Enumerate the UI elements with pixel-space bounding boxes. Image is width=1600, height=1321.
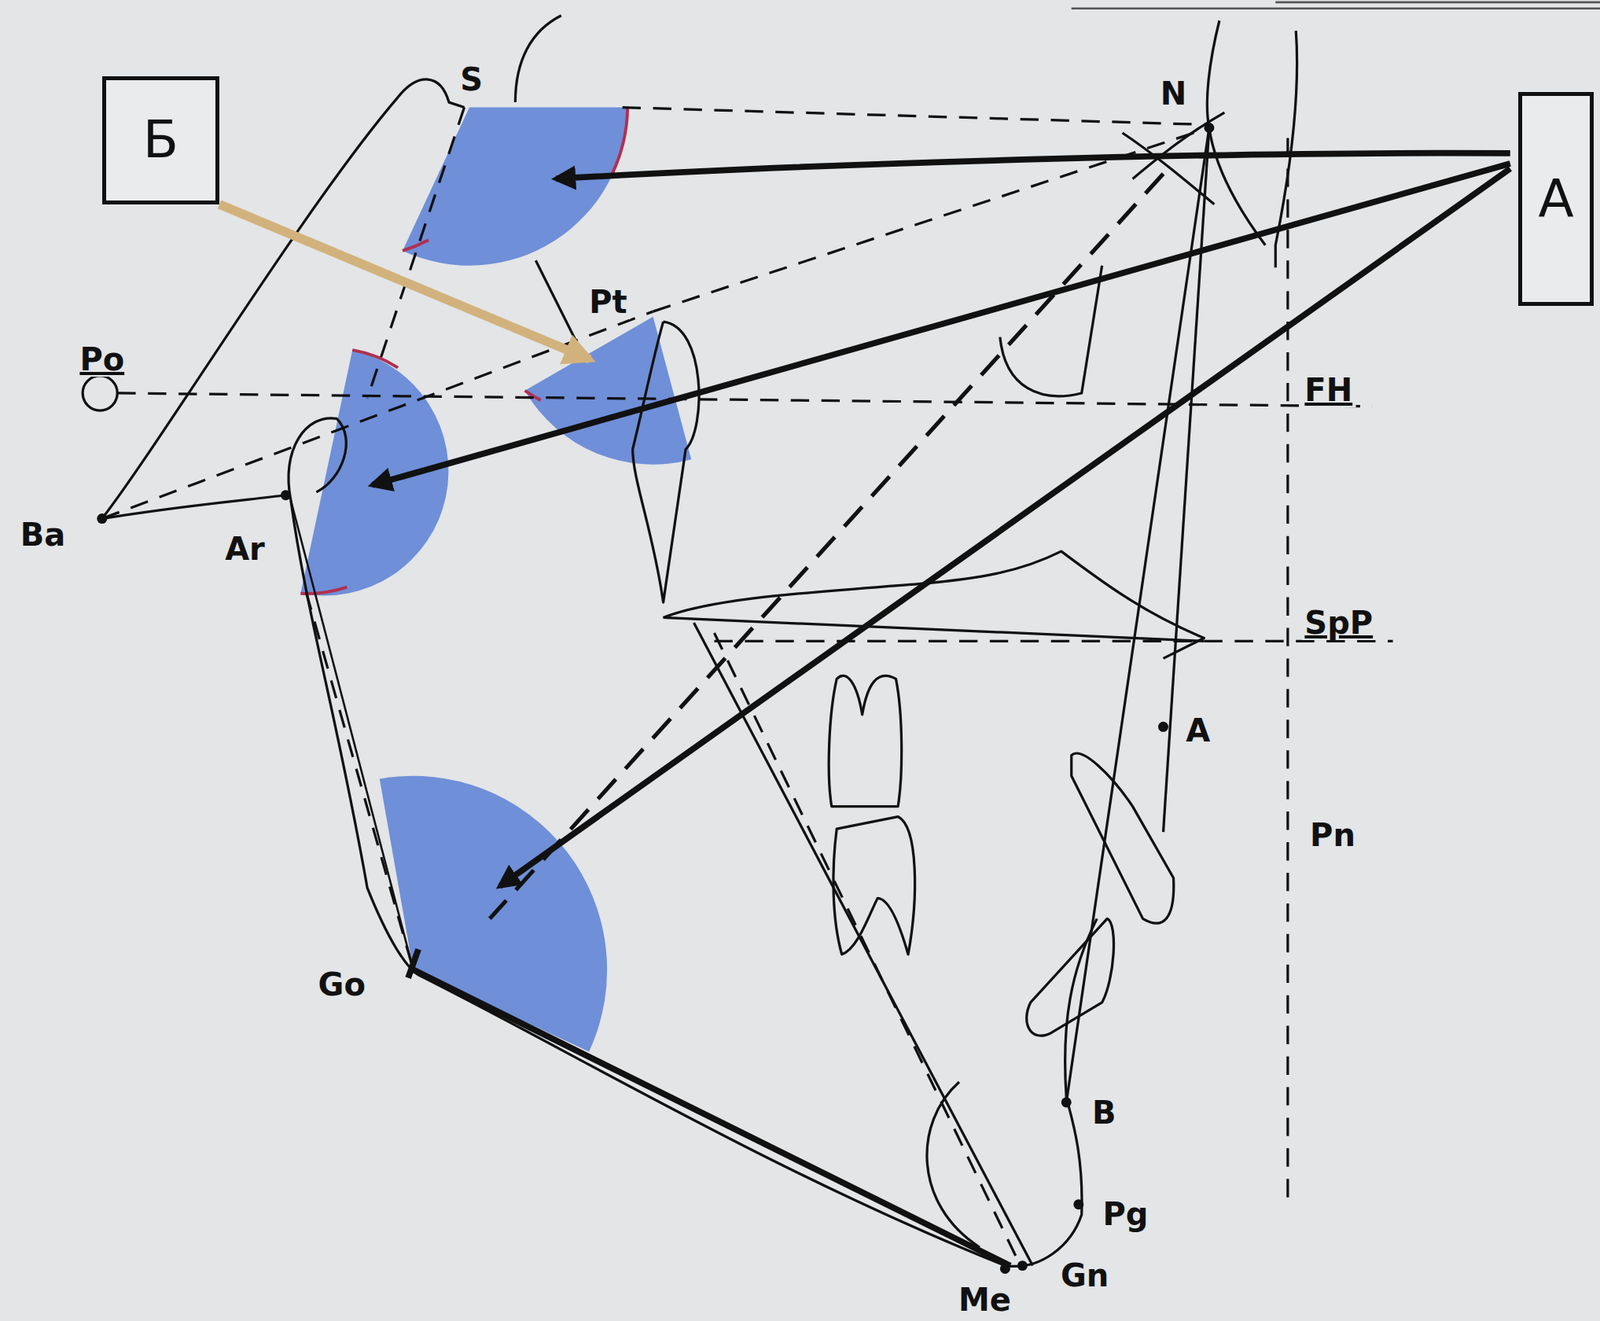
plane-label: Pn bbox=[1306, 817, 1359, 853]
point-label: A bbox=[1182, 713, 1214, 748]
point-label: N bbox=[1157, 76, 1190, 111]
point-label: Ar bbox=[221, 531, 269, 567]
plane-label: SpP bbox=[1301, 605, 1376, 640]
point-label: Pg bbox=[1099, 1196, 1152, 1232]
point-label: Me bbox=[955, 1282, 1015, 1317]
point-label: Pt bbox=[585, 284, 630, 320]
callout-box: Б bbox=[102, 76, 220, 204]
callout-box: А bbox=[1518, 91, 1594, 307]
point-label: S bbox=[456, 62, 486, 97]
plane-label: FH bbox=[1301, 372, 1356, 408]
point-label: B bbox=[1088, 1095, 1120, 1130]
point-label: Gn bbox=[1057, 1257, 1112, 1293]
point-label: Ba bbox=[17, 517, 69, 552]
point-label: Go bbox=[315, 967, 369, 1002]
point-label: Po bbox=[76, 342, 128, 377]
box-letter: Б bbox=[143, 114, 179, 166]
box-letter: А bbox=[1538, 172, 1575, 225]
